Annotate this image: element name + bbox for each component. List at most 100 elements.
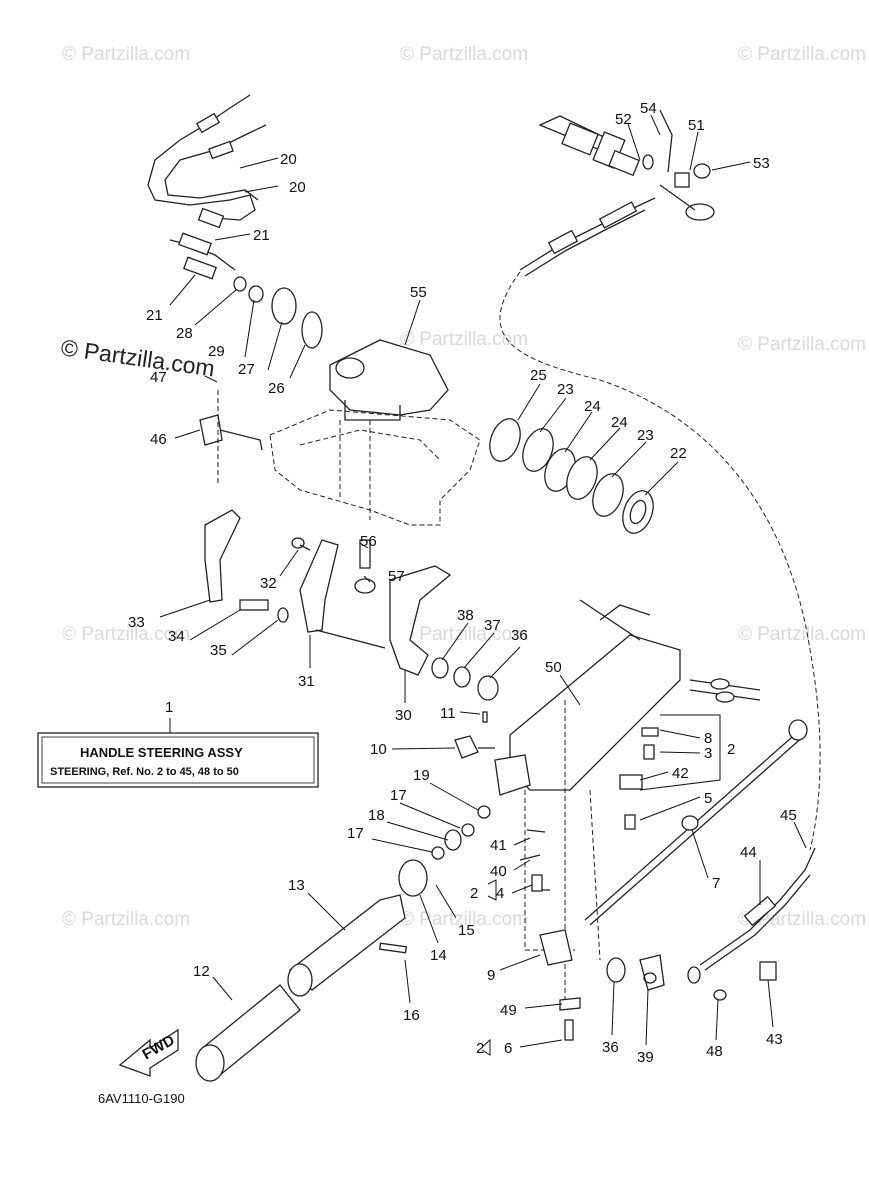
clip-43: [759, 961, 777, 981]
shift-cables: [147, 94, 323, 349]
callout-7: 7: [712, 875, 720, 892]
callout-43: 43: [766, 1031, 783, 1048]
callout-2a: 2: [727, 741, 735, 758]
small-bolts: [619, 714, 721, 830]
watermark: © Partzilla.com: [738, 909, 866, 930]
leader-lines: [159, 114, 807, 1056]
callout-13: 13: [288, 877, 305, 894]
callout-12: 12: [193, 963, 210, 980]
callout-23b: 23: [637, 427, 654, 444]
callout-50: 50: [545, 659, 562, 676]
callout-19: 19: [413, 767, 430, 784]
callout-9: 9: [487, 967, 495, 984]
watermark: © Partzilla.com: [400, 44, 528, 65]
callout-4: 4: [496, 885, 504, 902]
callout-3: 3: [704, 745, 712, 762]
callout-17b: 17: [347, 825, 364, 842]
assy-box: HANDLE STEERING ASSY STEERING, Ref. No. …: [37, 699, 319, 788]
callout-16: 16: [403, 1007, 420, 1024]
callout-53: 53: [753, 155, 770, 172]
callout-11: 11: [440, 705, 456, 722]
callout-41: 41: [490, 837, 507, 854]
bottom-cowling-plate: [269, 409, 481, 526]
throttle-cable-assembly: [519, 109, 715, 277]
callout-38: 38: [457, 607, 474, 624]
diagram-code: 6AV1110-G190: [98, 1091, 185, 1106]
watermark-layer: © Partzilla.com © Partzilla.com © Partzi…: [59, 44, 866, 930]
assy-ref-number: 1: [165, 699, 173, 716]
assy-subtitle: STEERING, Ref. No. 2 to 45, 48 to 50: [50, 766, 239, 778]
callout-49: 49: [500, 1002, 517, 1019]
fwd-arrow: FWD: [118, 1028, 179, 1077]
rings-38-37-36: [431, 657, 499, 701]
assy-title: HANDLE STEERING ASSY: [80, 745, 243, 760]
callout-17a: 17: [390, 787, 407, 804]
callout-55: 55: [410, 284, 427, 301]
watermark: © Partzilla.com: [738, 334, 866, 355]
callout-39: 39: [637, 1049, 654, 1066]
callout-47: 47: [150, 369, 167, 386]
lower-stopper: [519, 829, 581, 1041]
callout-29: 29: [208, 343, 225, 360]
callout-40: 40: [490, 863, 507, 880]
callout-48: 48: [706, 1043, 723, 1060]
lower-bracket-parts: [606, 954, 665, 991]
callout-35: 35: [210, 642, 227, 659]
callout-36b: 36: [602, 1039, 619, 1056]
callout-30: 30: [395, 707, 412, 724]
callout-34: 34: [168, 628, 185, 645]
callout-24b: 24: [611, 414, 628, 431]
callout-21b: 21: [146, 307, 163, 324]
callout-23a: 23: [557, 381, 574, 398]
washer-stack: [489, 418, 654, 534]
callout-6: 6: [504, 1040, 512, 1057]
watermark: © Partzilla.com: [62, 624, 190, 645]
cable-route-line: [499, 271, 821, 851]
callout-37: 37: [484, 617, 501, 634]
callout-22: 22: [670, 445, 687, 462]
callout-20b: 20: [289, 179, 306, 196]
watermark-prominent: © Partzilla.com: [59, 334, 216, 381]
callout-15: 15: [458, 922, 475, 939]
callout-26: 26: [268, 380, 285, 397]
friction-plates: [204, 509, 386, 649]
callout-42: 42: [672, 765, 689, 782]
stud-and-nut: [354, 539, 376, 594]
callout-45: 45: [780, 807, 797, 824]
watermark: © Partzilla.com: [738, 44, 866, 65]
callout-32: 32: [260, 575, 277, 592]
watermark: © Partzilla.com: [62, 909, 190, 930]
callout-2b: 2: [470, 885, 478, 902]
callout-51: 51: [688, 117, 705, 134]
watermark: © Partzilla.com: [738, 624, 866, 645]
handle-bracket: [329, 339, 449, 421]
callout-24a: 24: [584, 398, 601, 415]
watermark: © Partzilla.com: [400, 909, 528, 930]
watermark: © Partzilla.com: [400, 624, 528, 645]
throttle-shaft-parts: [431, 711, 531, 860]
callout-31: 31: [298, 673, 315, 690]
callout-8: 8: [704, 730, 712, 747]
callout-20a: 20: [280, 151, 297, 168]
callout-27: 27: [238, 361, 255, 378]
callout-21a: 21: [253, 227, 270, 244]
bracket-46: [199, 390, 263, 485]
callout-2c: 2: [476, 1040, 484, 1057]
throttle-grip: [195, 859, 428, 1082]
watermark: © Partzilla.com: [400, 329, 528, 350]
callout-57: 57: [388, 568, 405, 585]
callout-labels: 54 52 51 53 20 20 21 21 28 29 27 26 55 4…: [128, 100, 797, 1066]
callout-33: 33: [128, 614, 145, 631]
callout-18: 18: [368, 807, 385, 824]
callout-25: 25: [530, 367, 547, 384]
callout-5: 5: [704, 790, 712, 807]
callout-14: 14: [430, 947, 447, 964]
shift-rod: [584, 719, 808, 926]
callout-54: 54: [640, 100, 657, 117]
cable-44-45: [687, 847, 816, 984]
callout-10: 10: [370, 741, 387, 758]
callout-46: 46: [150, 431, 167, 448]
callout-36a: 36: [511, 627, 528, 644]
callout-44: 44: [740, 844, 757, 861]
